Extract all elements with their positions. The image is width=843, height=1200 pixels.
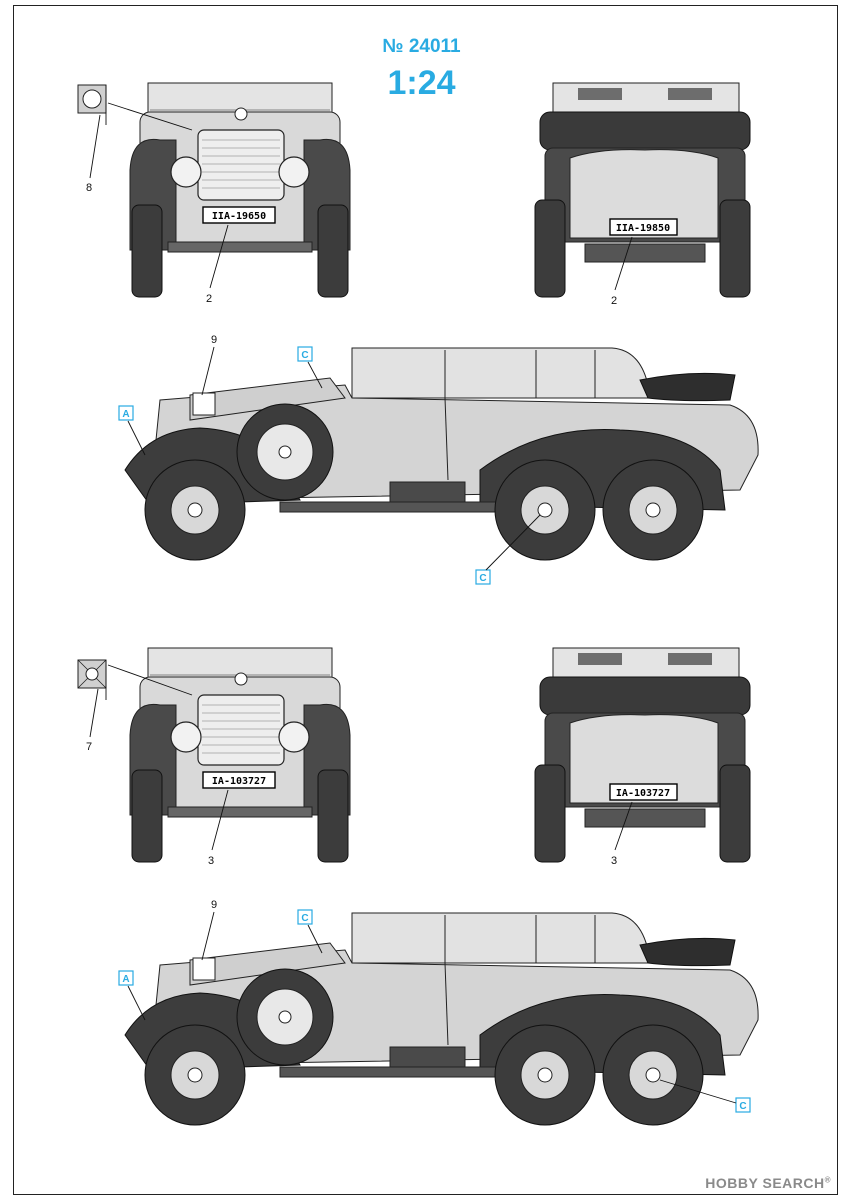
callout-c-top-box-2 bbox=[297, 909, 313, 925]
callout-flag-1: 8 bbox=[86, 182, 92, 194]
callout-front-plate-2: 3 bbox=[208, 855, 214, 867]
callout-c-top-1: C bbox=[301, 350, 308, 361]
callout-c-wheel-1: C bbox=[479, 573, 486, 584]
callout-front-plate-1: 2 bbox=[206, 293, 212, 305]
callout-side-flag-2: 9 bbox=[211, 899, 217, 911]
variant-1-rear-view: IIA-19850 2 bbox=[534, 82, 751, 307]
plate-front-1: IIA-19650 bbox=[212, 211, 266, 222]
callout-rear-plate-2: 3 bbox=[611, 855, 617, 867]
callout-a-box-2 bbox=[118, 970, 134, 986]
callout-flag-2: 7 bbox=[86, 741, 92, 753]
callout-c-top-2: C bbox=[301, 913, 308, 924]
callout-a-2: A bbox=[122, 974, 129, 985]
callout-rear-plate-1: 2 bbox=[611, 295, 617, 307]
callout-a-box-1 bbox=[118, 405, 134, 421]
page-frame bbox=[13, 5, 838, 1195]
variant-2-side-view: 9 A C C bbox=[118, 899, 759, 1126]
watermark-reg-mark: ® bbox=[824, 1175, 831, 1185]
plate-rear-2: IA-103727 bbox=[616, 788, 670, 799]
hobby-search-watermark: HOBBY SEARCH® bbox=[705, 1175, 831, 1191]
plate-rear-1: IIA-19850 bbox=[616, 223, 670, 234]
callout-c-wheel-box-1 bbox=[475, 569, 491, 585]
variant-2-front-view: 7 IA-103727 3 bbox=[77, 647, 351, 867]
callout-a-1: A bbox=[122, 409, 129, 420]
watermark-brand: HOBBY SEARCH bbox=[705, 1175, 825, 1191]
scale-label: 1:24 bbox=[387, 64, 456, 102]
plate-front-2: IA-103727 bbox=[212, 776, 266, 787]
catalog-number: № 24011 bbox=[382, 36, 461, 57]
variant-1-front-view: 8 IIA-19650 2 bbox=[77, 82, 351, 305]
variant-1-side-view: 9 A C C bbox=[118, 334, 759, 585]
callout-side-flag-1: 9 bbox=[211, 334, 217, 346]
variant-2-rear-view: IA-103727 3 bbox=[534, 647, 751, 867]
callout-c-top-box-1 bbox=[297, 346, 313, 362]
callout-c-wheel-box-2 bbox=[735, 1097, 751, 1113]
callout-c-wheel-2: C bbox=[739, 1101, 746, 1112]
